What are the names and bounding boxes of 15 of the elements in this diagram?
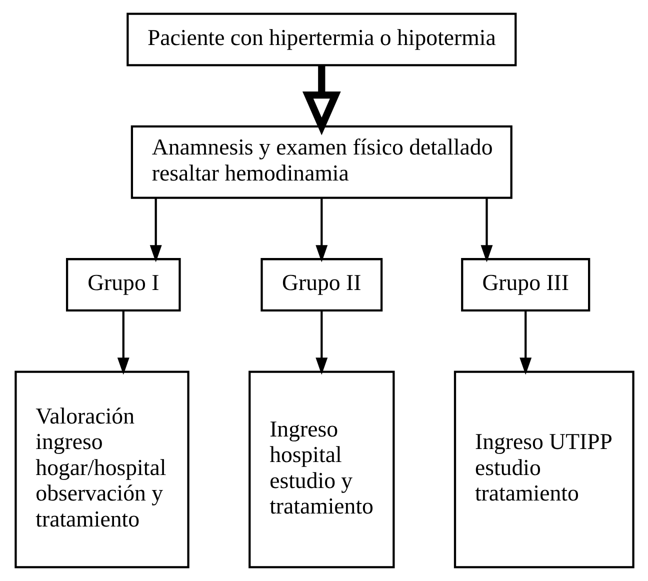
arrow — [315, 198, 328, 262]
node-box: Ingreso hospital estudio y tratamiento — [248, 370, 394, 568]
arrow — [149, 198, 162, 262]
node-box: Paciente con hipertermia o hipotermia — [126, 12, 516, 66]
node-box: Grupo III — [460, 258, 590, 312]
node-box: Grupo I — [65, 258, 180, 312]
node-box: Grupo II — [260, 258, 382, 312]
node-box: Valoración ingreso hogar/hospital observación y tratamiento — [14, 370, 189, 568]
arrow — [116, 310, 129, 375]
arrow — [315, 310, 328, 375]
node-box: Ingreso UTIPP estudio tratamiento — [453, 370, 634, 568]
node-box: Anamnesis y examen físico detallado resaltar hemodinamia — [130, 125, 512, 199]
arrow — [480, 198, 492, 262]
arrow — [302, 65, 340, 136]
arrow — [519, 310, 532, 375]
